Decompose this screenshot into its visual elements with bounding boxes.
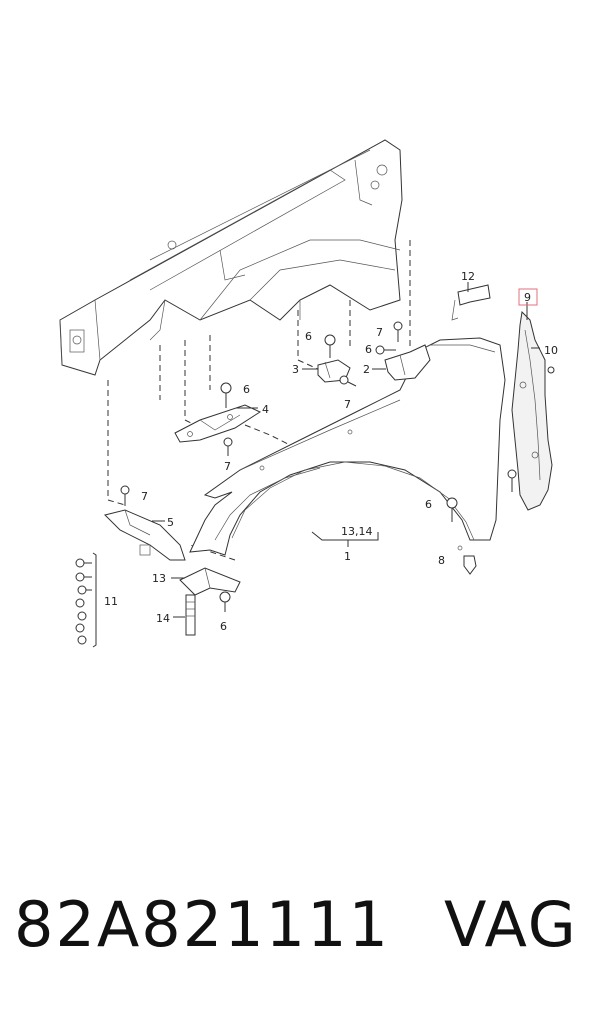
callout-13-14: 13,14 — [341, 525, 373, 538]
callout-1: 1 — [344, 550, 351, 563]
callout-7-mid: 7 — [344, 398, 351, 411]
callout-6-mid: 6 — [365, 343, 372, 356]
brand-name: VAG — [444, 888, 578, 961]
callout-labels: 1 13,14 2 3 4 5 6 6 6 6 6 7 7 7 7 8 9 10… — [104, 270, 558, 633]
callout-9-highlight-box — [518, 288, 538, 306]
front-frame-member — [59, 139, 403, 376]
leader-lines — [92, 347, 540, 648]
callout-9: 9 — [524, 291, 531, 304]
callout-12: 12 — [461, 270, 475, 283]
callout-7-top: 7 — [376, 326, 383, 339]
callout-10: 10 — [544, 344, 558, 357]
bracket-part-4 — [174, 404, 262, 443]
callout-5: 5 — [167, 516, 174, 529]
callout-14: 14 — [156, 612, 170, 625]
exploded-parts-diagram: 1 13,14 2 3 4 5 6 6 6 6 6 7 7 7 7 8 9 10… — [59, 139, 558, 648]
bracket-part-5 — [104, 509, 186, 561]
assembly-lines — [107, 240, 411, 561]
callout-2: 2 — [363, 363, 370, 376]
part-number: 82A821111 — [14, 888, 390, 961]
caption: 82A821111 VAG — [0, 888, 600, 988]
bracket-part-2 — [384, 344, 431, 381]
bracket-part-12 — [451, 282, 491, 321]
fender-bracket-part-9 — [511, 302, 553, 511]
callout-8: 8 — [438, 554, 445, 567]
callout-7-left: 7 — [224, 460, 231, 473]
callout-11: 11 — [104, 595, 118, 608]
callout-6-left: 6 — [243, 383, 250, 396]
callout-7-lower: 7 — [141, 490, 148, 503]
callout-13: 13 — [152, 572, 166, 585]
bolts — [75, 321, 555, 645]
callout-4: 4 — [262, 403, 269, 416]
callout-6-top: 6 — [305, 330, 312, 343]
callout-6-right: 6 — [425, 498, 432, 511]
bracket-part-13 — [179, 567, 241, 596]
callout-3: 3 — [292, 363, 299, 376]
callout-6-bottom: 6 — [220, 620, 227, 633]
